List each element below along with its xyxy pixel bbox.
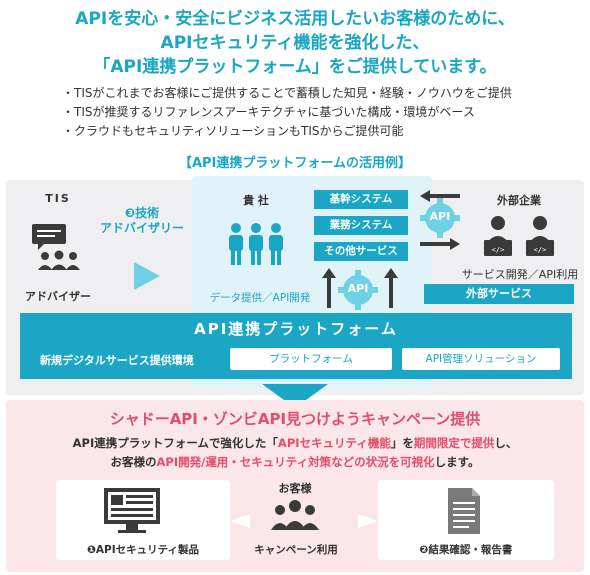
bullet-item: クラウドもセキュリティソリューションもTISからご提供可能 — [62, 122, 562, 141]
usage-example-title: 【API連携プラットフォームの活用例】 — [178, 156, 412, 171]
staff-group-icon — [229, 223, 283, 265]
data-provision-label: データ提供／API開発 — [209, 292, 311, 304]
platform-pill: プラットフォーム — [230, 348, 392, 370]
tis-label: TIS — [45, 192, 71, 205]
platform-subtitle: 新規デジタルサービス提供環境 — [40, 354, 194, 367]
play-arrow-icon — [134, 262, 160, 290]
system-business: 業務システム — [314, 216, 408, 235]
svg-text:</>: </> — [534, 246, 547, 254]
advisor-label: アドバイザー — [25, 290, 91, 303]
campaign-text: します。 — [434, 455, 480, 469]
campaign-highlight: 期間限定で提供 — [413, 436, 495, 450]
down-arrow-icon — [262, 384, 328, 408]
svg-text:</>: </> — [492, 246, 505, 254]
campaign-title: シャドーAPI・ゾンビAPI見つけようキャンペーン提供 — [109, 410, 481, 428]
campaign-text: 」を — [390, 436, 414, 450]
tech-advisory-line1: ❸技術 — [124, 206, 160, 220]
dashboard-monitor-icon — [104, 488, 160, 533]
customers-icon — [271, 500, 319, 530]
system-other: その他サービス — [314, 242, 408, 261]
developers-icon: </> </> — [484, 216, 554, 256]
security-product-label: ❶APIセキュリティ製品 — [87, 544, 199, 556]
campaign-text: し、 — [494, 436, 518, 450]
campaign-description: API連携プラットフォームで強化した「APIセキュリティ機能」を期間限定で提供し… — [6, 434, 584, 472]
bullet-item: TISが推奨するリファレンスアーキテクチャに基づいた構成・環境がベース — [62, 103, 562, 122]
campaign-use-label: キャンペーン利用 — [254, 544, 338, 556]
feature-bullets: TISがこれまでお客様にご提供することで蓄積した知見・経験・ノウハウをご提供 T… — [62, 84, 562, 141]
right-arrow-icon — [358, 514, 378, 528]
client-label: 貴 社 — [243, 194, 269, 207]
right-arrow-icon — [420, 238, 460, 250]
api-gear-label: API — [429, 210, 451, 223]
api-platform-title: API連携プラットフォーム — [194, 320, 398, 338]
system-core: 基幹システム — [314, 190, 408, 209]
bullet-item: TISがこれまでお客様にご提供することで蓄積した知見・経験・ノウハウをご提供 — [62, 84, 562, 103]
report-label: ❷結果確認・報告書 — [419, 544, 513, 556]
external-sub-label: サービス開発／API利用 — [461, 268, 579, 281]
headline-line-1: APIを安心・安全にビジネス活用したいお客様のために、 — [75, 9, 515, 29]
up-arrow-icon — [322, 268, 336, 308]
up-arrow-icon — [384, 268, 398, 308]
headline-line-2: APIセキュリティ機能を強化した、 — [160, 33, 430, 53]
api-gear-icon — [338, 270, 378, 310]
campaign-highlight: API開発/運用・セキュリティ対策などの状況を可視化 — [156, 455, 435, 469]
advisor-icon — [32, 224, 80, 270]
external-service-box: 外部サービス — [424, 284, 574, 304]
left-arrow-icon — [230, 514, 250, 528]
tech-advisory-label: ❸技術 アドバイザリー — [96, 206, 188, 236]
customer-label: お客様 — [278, 482, 312, 495]
campaign-text: API連携プラットフォームで強化した「 — [72, 436, 278, 450]
report-document-icon — [448, 488, 480, 534]
external-company-label: 外部企業 — [497, 194, 541, 207]
left-arrow-icon — [420, 190, 460, 202]
campaign-text: お客様の — [110, 455, 157, 469]
api-gear-label: API — [347, 282, 369, 295]
campaign-highlight: APIセキュリティ機能 — [277, 436, 391, 450]
tech-advisory-line2: アドバイザリー — [99, 221, 184, 235]
api-gear-icon — [420, 198, 460, 238]
api-management-pill: API管理ソリューション — [402, 348, 560, 370]
headline-line-3: 「API連携プラットフォーム」をご提供しています。 — [93, 57, 497, 77]
